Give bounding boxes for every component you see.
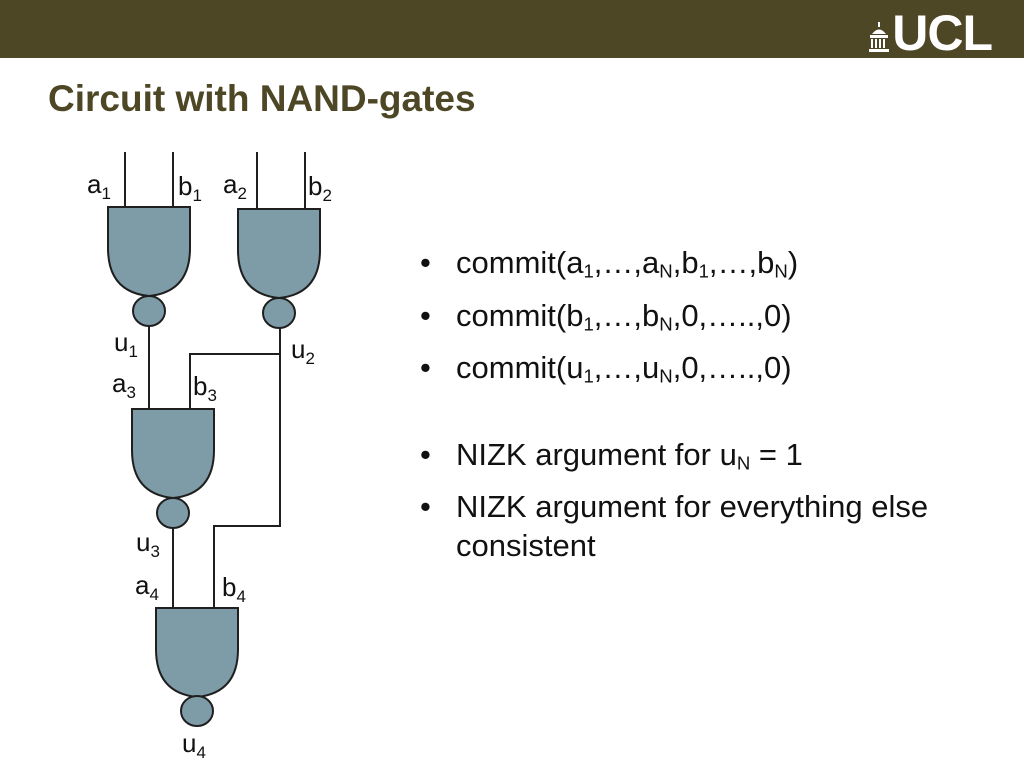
- gate-bubble: [262, 297, 296, 329]
- bullet-commit-b: commit(b1,…,bN,0,…..,0): [418, 293, 1008, 340]
- nand-gate-4: [155, 607, 239, 727]
- portico-dome-icon: [869, 22, 890, 52]
- bullet-commit-inputs: commit(a1,…,aN,b1,…,bN): [418, 240, 1008, 287]
- gate-bubble: [156, 497, 190, 529]
- gate-body: [155, 607, 239, 699]
- wire-u2-to-b3: [189, 328, 281, 409]
- nand-gate-3: [131, 408, 215, 529]
- bullet-nizk-output: NIZK argument for uN = 1: [418, 432, 1008, 479]
- bullet-nizk-consistency: NIZK argument for everything else consis…: [418, 488, 1008, 566]
- wires: [124, 152, 306, 608]
- gate-bubble: [180, 695, 214, 727]
- label-a4: a4: [135, 570, 159, 604]
- label-a1: a1: [87, 169, 111, 203]
- gate-body: [237, 208, 321, 300]
- gate-body: [131, 408, 215, 500]
- label-b4: b4: [222, 572, 246, 606]
- gate-bubble: [132, 295, 166, 327]
- label-u2: u2: [291, 334, 315, 368]
- slide-title: Circuit with NAND-gates: [48, 78, 476, 119]
- bullet-list: commit(a1,…,aN,b1,…,bN) commit(b1,…,bN,0…: [418, 240, 1008, 572]
- label-b1: b1: [178, 171, 202, 205]
- nand-gate-2: [237, 208, 321, 329]
- logo-text: UCL: [892, 5, 993, 61]
- label-a2: a2: [223, 169, 247, 203]
- nand-gate-1: [107, 206, 191, 327]
- wire-u2-to-b4: [213, 354, 281, 608]
- bullet-commit-u: commit(u1,…,uN,0,…..,0): [418, 345, 1008, 392]
- gate-body: [107, 206, 191, 298]
- label-u3: u3: [136, 527, 160, 561]
- label-b3: b3: [193, 371, 217, 405]
- label-b2: b2: [308, 171, 332, 205]
- label-u1: u1: [114, 327, 138, 361]
- label-a3: a3: [112, 368, 136, 402]
- label-u4: u4: [182, 728, 206, 762]
- header-bar: UCL: [0, 0, 1024, 58]
- ucl-logo: UCL: [868, 5, 993, 61]
